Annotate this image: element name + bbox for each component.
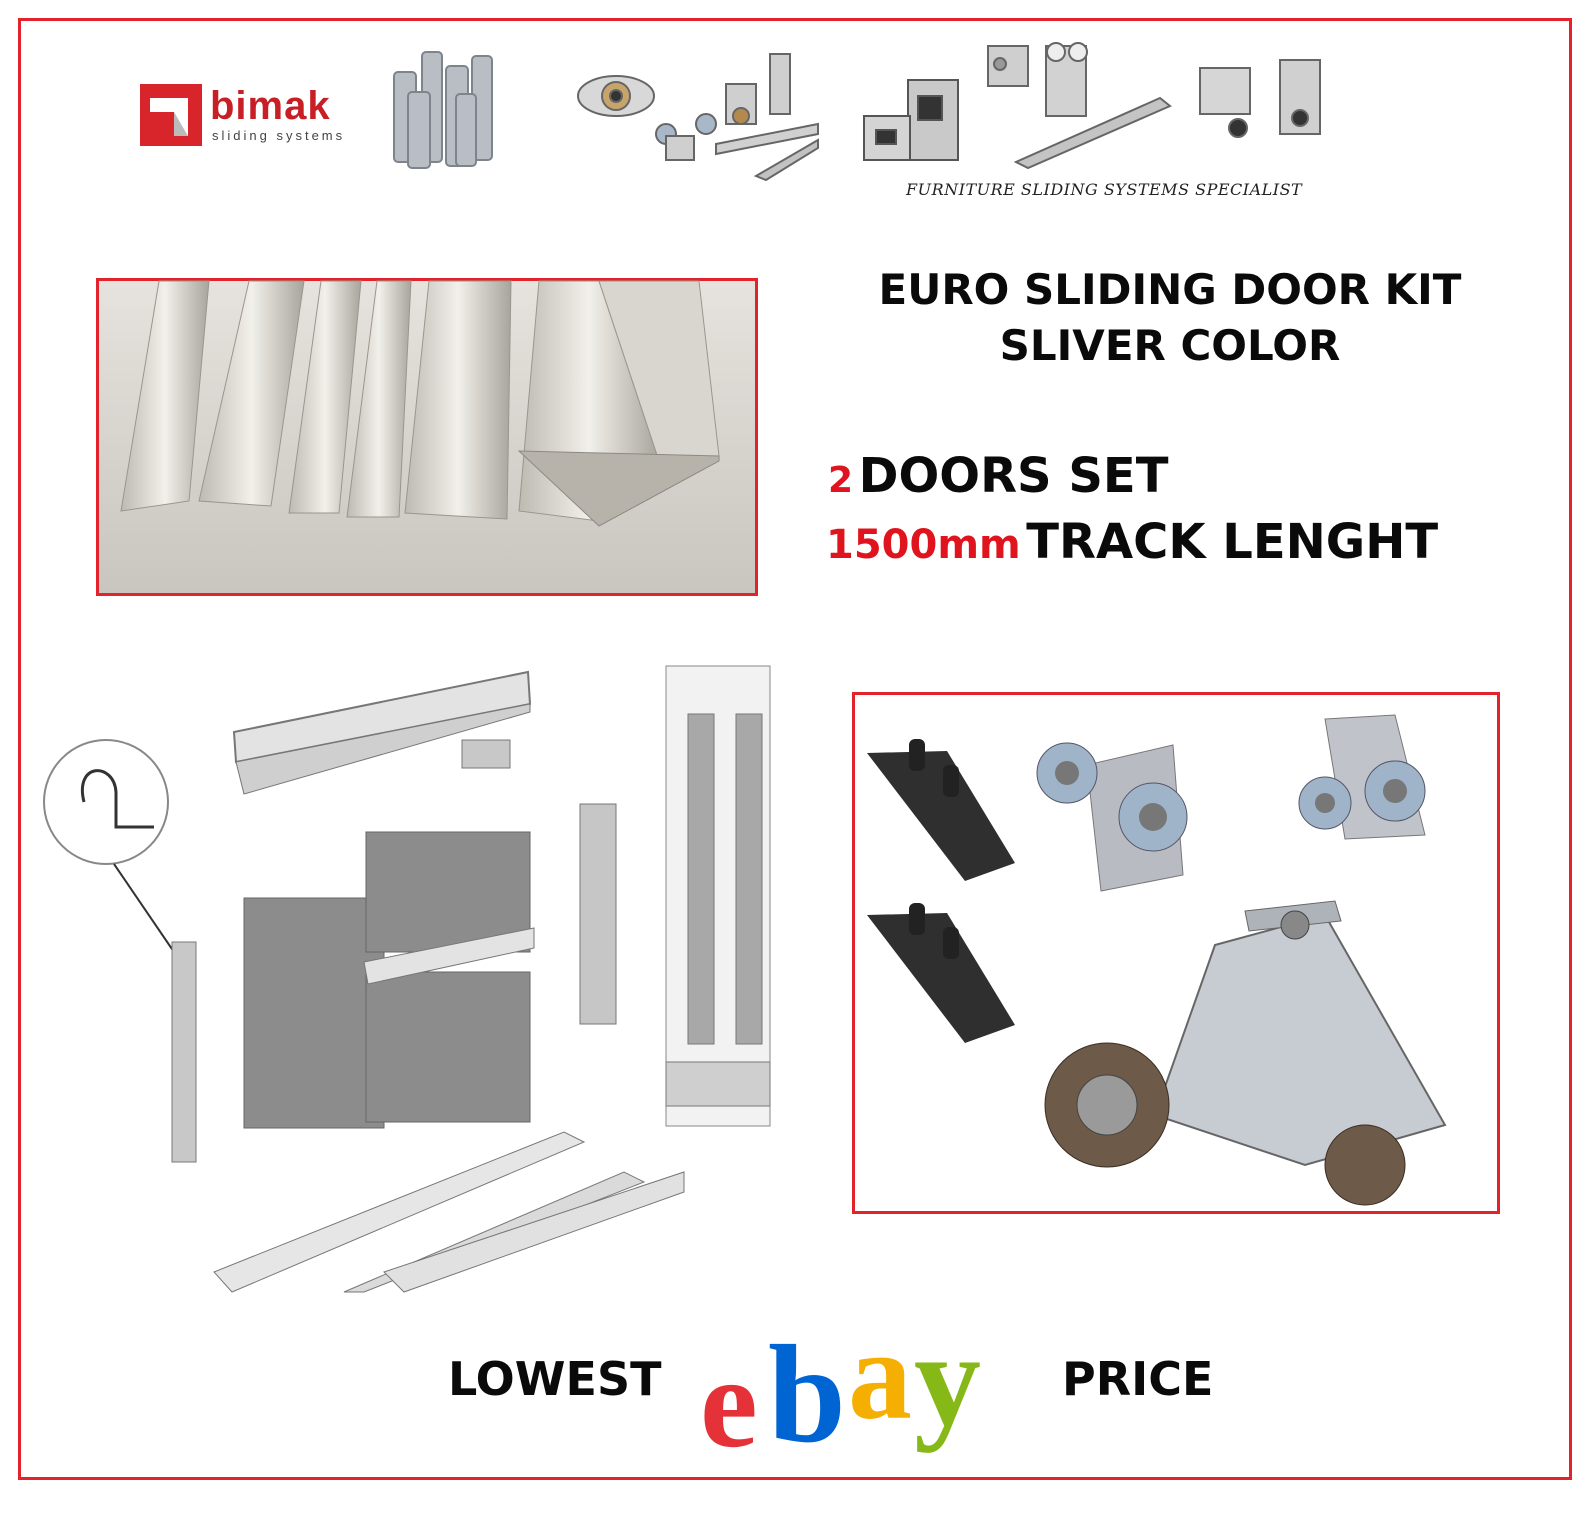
brand-subtitle: sliding systems xyxy=(212,128,346,143)
ebay-letter-b: b xyxy=(768,1317,846,1472)
bimak-logo: bimak sliding systems xyxy=(140,84,355,150)
hardware-photo xyxy=(852,692,1500,1214)
doors-label: DOORS SET xyxy=(858,448,1169,504)
ebay-letter-e: e xyxy=(700,1331,758,1475)
brand-name: bimak xyxy=(210,84,331,128)
ebay-letter-y: y xyxy=(914,1305,981,1453)
track-length-label: TRACK LENGHT xyxy=(1026,514,1439,570)
title-line-1: EURO SLIDING DOOR KIT xyxy=(878,265,1462,314)
bracket-hardware-icon xyxy=(1199,59,1321,138)
tagline: FURNITURE SLIDING SYSTEMS SPECIALIST xyxy=(906,180,1303,199)
track-length-line: 1500mm TRACK LENGHT xyxy=(826,514,1438,570)
title-line-2: SLIVER COLOR xyxy=(999,321,1341,370)
ebay-logo: e b a y xyxy=(700,1304,1030,1475)
lowest-label: LOWEST xyxy=(448,1352,662,1406)
product-title: EURO SLIDING DOOR KIT SLIVER COLOR xyxy=(860,262,1480,374)
ebay-letter-a: a xyxy=(848,1304,912,1446)
doors-set-line: 2 DOORS SET xyxy=(828,448,1168,504)
logo-mark-icon xyxy=(140,84,202,146)
profiles-photo xyxy=(96,278,758,596)
doors-count: 2 xyxy=(828,460,854,501)
track-length-value: 1500mm xyxy=(826,522,1021,568)
price-label: PRICE xyxy=(1062,1352,1214,1406)
door-assembly-diagram xyxy=(43,665,771,1293)
wheel-carriages-icon xyxy=(863,79,959,161)
roller-hardware-icon xyxy=(577,53,819,182)
product-frame xyxy=(18,18,1572,1480)
aluminium-profiles-icon xyxy=(393,51,493,169)
track-rails-icon xyxy=(987,42,1172,170)
